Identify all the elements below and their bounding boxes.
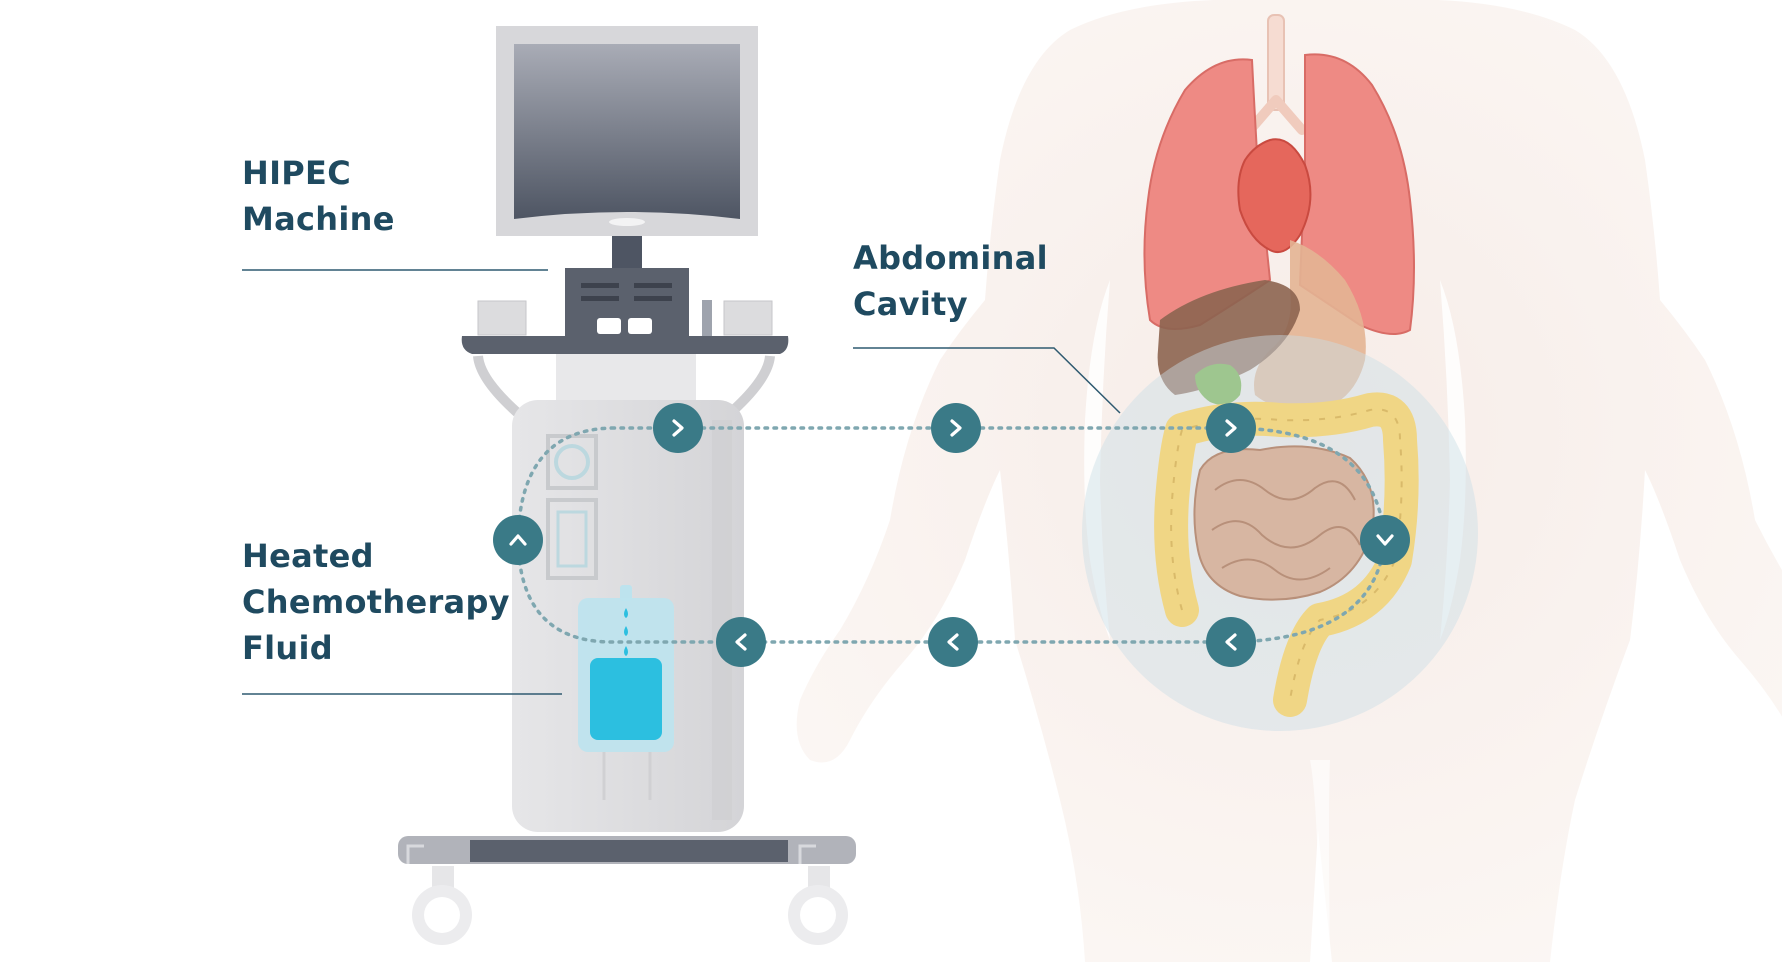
wheel-right (788, 866, 848, 945)
flow-node-cavity-out (1206, 617, 1256, 667)
arm-gap-right (1440, 280, 1466, 640)
fluid-bag (578, 585, 674, 800)
hipec-machine-label-line1: HIPEC (242, 154, 351, 192)
flow-node-machine-out (653, 403, 703, 453)
abdominal-cavity-label-line2: Cavity (853, 285, 968, 323)
chevron-right-icon (672, 419, 684, 437)
chemotherapy-fluid (590, 658, 662, 740)
chemotherapy-fluid-label-line3: Fluid (242, 629, 333, 667)
flow-node-circle (653, 403, 703, 453)
abdominal-cavity-label: Abdominal Cavity (853, 235, 1048, 327)
flow-node-circle (1206, 617, 1256, 667)
chemotherapy-fluid-label: Heated Chemotherapy Fluid (242, 533, 510, 671)
chemotherapy-fluid-label-line2: Chemotherapy (242, 583, 510, 621)
flow-node-machine-in (716, 617, 766, 667)
heart (1237, 138, 1312, 254)
monitor-stand (612, 236, 642, 268)
tray (461, 336, 789, 354)
flow-node-circle (1360, 515, 1410, 565)
control-panel (565, 268, 689, 336)
flow-node-circle (928, 617, 978, 667)
flow-node-mid-bottom (928, 617, 978, 667)
hipec-machine (398, 26, 856, 945)
stomach (1254, 240, 1366, 411)
liver (1157, 280, 1300, 395)
chevron-left-icon (735, 633, 747, 651)
flow-node-circle (931, 403, 981, 453)
hipec-machine-label: HIPEC Machine (242, 150, 395, 242)
chevron-down-icon (1376, 534, 1394, 546)
leg-gap (1310, 760, 1330, 962)
flow-node-mid-top (931, 403, 981, 453)
large-intestine-texture (1170, 408, 1403, 701)
flow-node-cavity-in (1206, 403, 1256, 453)
wheel-left (412, 866, 472, 945)
chemotherapy-fluid-label-line1: Heated (242, 537, 374, 575)
flow-node-circle (716, 617, 766, 667)
flow-node-circle (1206, 403, 1256, 453)
cavity-label-rule (853, 347, 1121, 414)
arm-gap-left (1084, 280, 1110, 640)
chevron-left-icon (947, 633, 959, 651)
small-intestine-loops (1211, 479, 1361, 581)
chevron-right-icon (1225, 419, 1237, 437)
hipec-machine-label-line2: Machine (242, 200, 395, 238)
flow-node-machine-left (493, 515, 543, 565)
abdominal-cavity-label-line1: Abdominal (853, 239, 1048, 277)
chevron-up-icon (509, 534, 527, 546)
flow-node-cavity-right (1360, 515, 1410, 565)
trachea (1245, 14, 1307, 135)
monitor-screen (514, 44, 740, 219)
gallbladder (1195, 363, 1242, 405)
chevron-right-icon (950, 419, 962, 437)
chevron-left-icon (1225, 633, 1237, 651)
flow-node-circle (493, 515, 543, 565)
flow-nodes (493, 403, 1410, 667)
